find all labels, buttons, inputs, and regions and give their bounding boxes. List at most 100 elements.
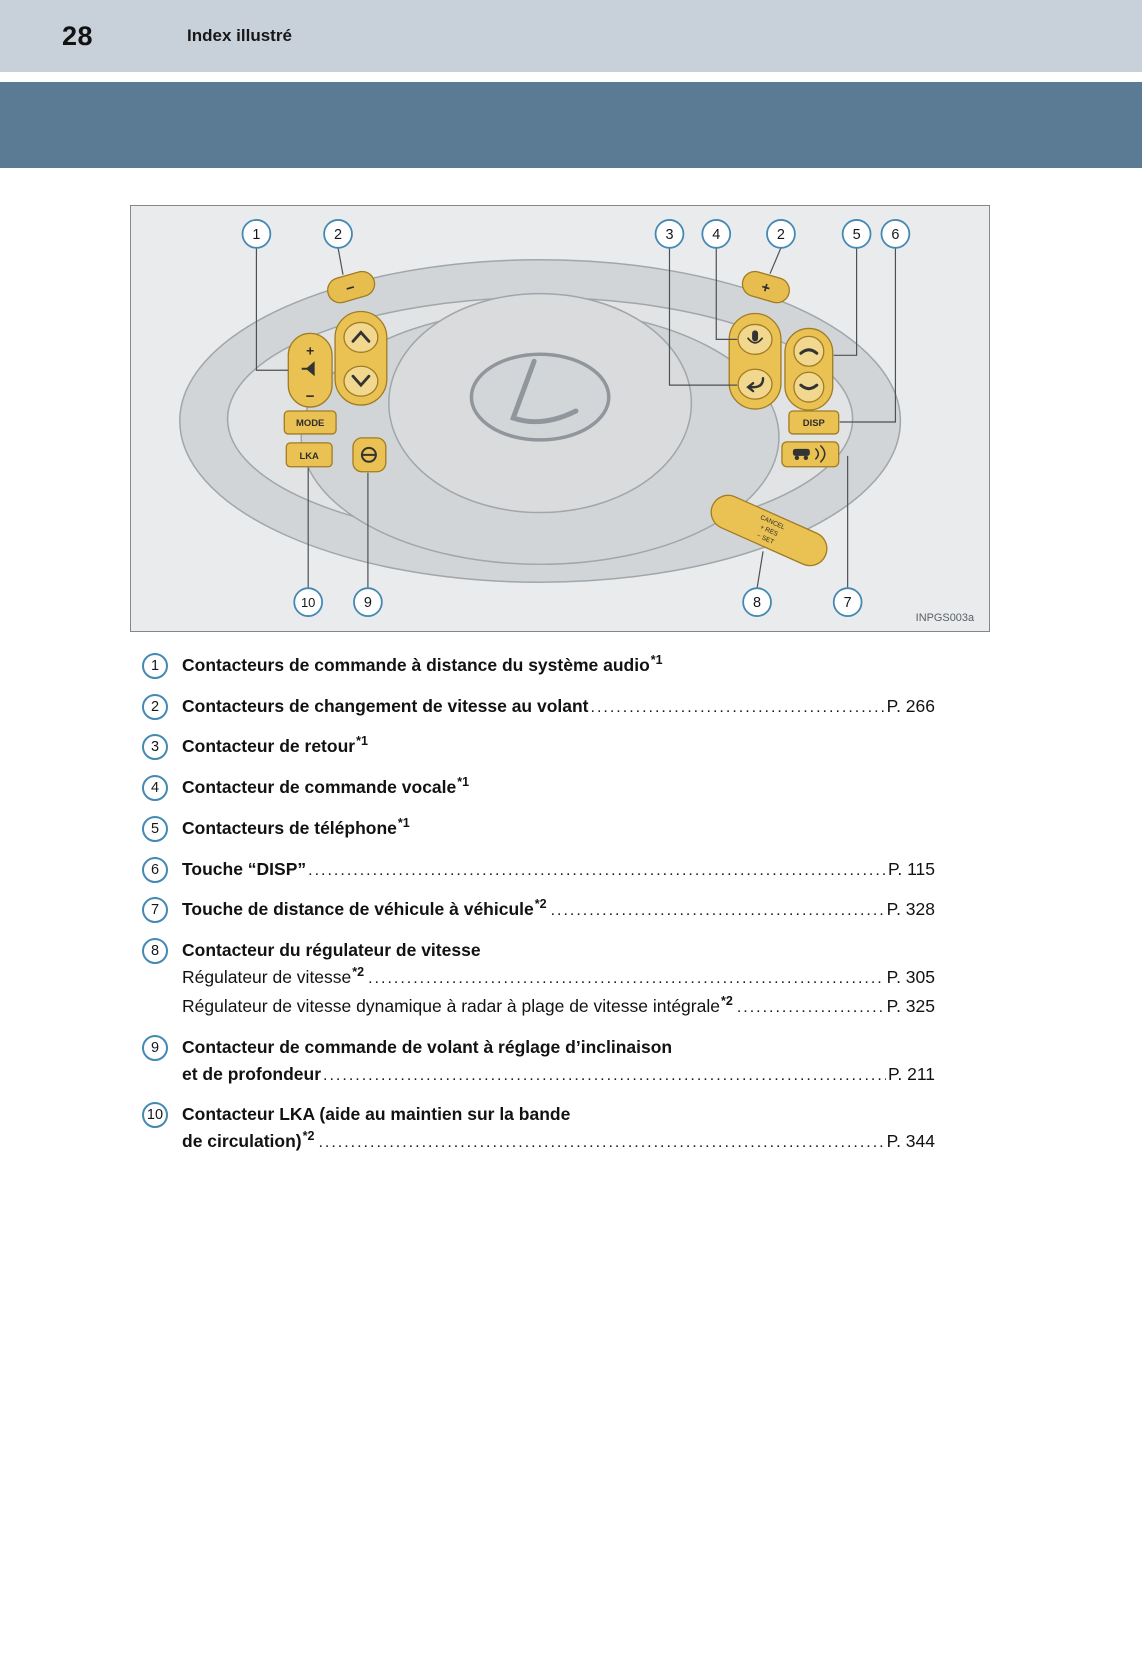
arrow-down-button — [343, 365, 379, 397]
svg-text:4: 4 — [712, 227, 720, 243]
index-list: 1 Contacteurs de commande à distance du … — [142, 652, 935, 1157]
svg-text:2: 2 — [334, 227, 342, 243]
item-text: et de profondeur — [182, 1064, 322, 1084]
item-subtext: Régulateur de vitesse — [182, 967, 352, 987]
callout-lines — [255, 247, 897, 589]
item-subtext: Régulateur de vitesse dynamique à radar … — [182, 996, 720, 1016]
dotted-leader: ........................................… — [590, 699, 885, 716]
list-item: 9 Contacteur de commande de volant à rég… — [142, 1034, 935, 1089]
item-number-badge: 4 — [142, 775, 168, 801]
page-ref: P. 211 — [887, 1064, 935, 1084]
button-icons — [301, 330, 826, 463]
list-item: 1 Contacteurs de commande à distance du … — [142, 652, 935, 681]
page-number: 28 — [62, 20, 94, 51]
dotted-leader: ........................................… — [308, 862, 886, 879]
phone-answer-icon — [799, 348, 819, 355]
callout-2-left: 2 — [323, 219, 353, 249]
page-ref: P. 115 — [887, 859, 935, 879]
item-footnote-marker: *1 — [457, 775, 470, 789]
item-text: Touche “DISP” — [182, 859, 307, 879]
dotted-leader: ........................................… — [736, 999, 885, 1016]
return-arrow-tip — [746, 381, 755, 393]
dotted-leader: ........................................… — [318, 1134, 885, 1151]
lexus-logo — [469, 352, 611, 442]
item-number-badge: 7 — [142, 897, 168, 923]
callout-9: 9 — [353, 587, 383, 617]
item-footnote-marker: *2 — [534, 897, 547, 911]
page-ref: P. 325 — [886, 996, 935, 1016]
item-text: Contacteur de retour — [182, 736, 356, 756]
paddle-shifter-left — [327, 270, 376, 304]
callout-8: 8 — [742, 587, 772, 617]
list-item: 2 Contacteurs de changement de vitesse a… — [142, 693, 935, 721]
svg-text:5: 5 — [853, 227, 861, 243]
callout-5: 5 — [841, 219, 872, 249]
dotted-leader: ........................................… — [323, 1067, 886, 1084]
page-ref: P. 328 — [886, 899, 935, 919]
mode-button-label: MODE — [296, 418, 324, 429]
item-text: Contacteur de commande de volant à régla… — [182, 1037, 673, 1057]
list-item: 5 Contacteurs de téléphone *1 — [142, 815, 935, 844]
callout-1: 1 — [241, 219, 272, 249]
dotted-leader: ........................................… — [550, 902, 885, 919]
item-number-badge: 9 — [142, 1035, 168, 1061]
item-text: Touche de distance de véhicule à véhicul… — [182, 899, 534, 919]
dotted-leader: ........................................… — [368, 970, 885, 987]
mic-icon — [752, 330, 759, 342]
item-number-badge: 2 — [142, 694, 168, 720]
callout-10: 10 — [293, 587, 324, 617]
mic-icon-arc — [747, 337, 763, 344]
item-footnote-marker: *1 — [397, 816, 410, 830]
item-text: Contacteurs de téléphone — [182, 818, 397, 838]
svg-text:3: 3 — [665, 227, 673, 243]
item-footnote-marker: *1 — [356, 734, 368, 748]
phone-hangup-icon — [799, 383, 819, 391]
mode-button — [283, 410, 337, 435]
list-item: 6 Touche “DISP” ........................… — [142, 856, 935, 884]
list-item: 3 Contacteur de retour *1 — [142, 733, 935, 762]
paddle-shifter-right — [741, 270, 790, 304]
item-text: Contacteur de commande vocale — [182, 777, 457, 797]
list-item: 8 Contacteur du régulateur de vitesse Ré… — [142, 937, 935, 1022]
lka-button-label: LKA — [299, 451, 319, 462]
page-ref: P. 266 — [886, 696, 935, 716]
item-number-badge: 8 — [142, 938, 168, 964]
svg-text:7: 7 — [844, 595, 852, 611]
steering-wheel-figure: CANCEL + RES − SET − + + − MODE LKA DISP — [130, 205, 990, 632]
svg-text:2: 2 — [777, 227, 785, 243]
callout-2-right: 2 — [766, 219, 796, 249]
disp-button — [788, 410, 840, 435]
arrow-down-icon — [351, 374, 371, 388]
page-ref: P. 305 — [886, 967, 935, 987]
item-number-badge: 5 — [142, 816, 168, 842]
item-footnote-marker: *2 — [720, 994, 733, 1008]
callout-4: 4 — [701, 219, 732, 249]
speaker-icon — [301, 361, 315, 377]
item-text: Contacteurs de commande à distance du sy… — [182, 655, 650, 675]
item-text: Contacteurs de changement de vitesse au … — [182, 696, 589, 716]
item-number-badge: 6 — [142, 857, 168, 883]
section-color-band — [0, 82, 1142, 168]
item-text: de circulation) — [182, 1131, 302, 1151]
lka-button — [285, 442, 333, 468]
list-item: 4 Contacteur de commande vocale *1 — [142, 774, 935, 803]
svg-text:1: 1 — [252, 227, 260, 243]
callout-7: 7 — [832, 587, 863, 617]
volume-plus-label: + — [306, 342, 314, 358]
steering-wheel-diagram: CANCEL + RES − SET − + + − MODE LKA DISP — [132, 206, 988, 631]
car-wheel-icon — [794, 455, 800, 461]
car-icon — [792, 448, 810, 456]
callout-6: 6 — [880, 219, 911, 249]
radar-waves-icon — [815, 445, 826, 463]
page-title: Index illustré — [187, 26, 292, 45]
cruise-control-stalk: CANCEL + RES − SET — [710, 494, 828, 567]
figure-code-label: INPGS003a — [916, 612, 975, 624]
page-ref: P. 344 — [886, 1131, 935, 1151]
svg-text:10: 10 — [301, 595, 315, 610]
svg-text:6: 6 — [891, 227, 899, 243]
volume-minus-label: − — [306, 388, 315, 405]
list-item: 7 Touche de distance de véhicule à véhic… — [142, 896, 935, 925]
item-footnote-marker: *2 — [352, 965, 365, 979]
disp-button-label: DISP — [803, 418, 825, 429]
item-number-badge: 10 — [142, 1102, 168, 1128]
